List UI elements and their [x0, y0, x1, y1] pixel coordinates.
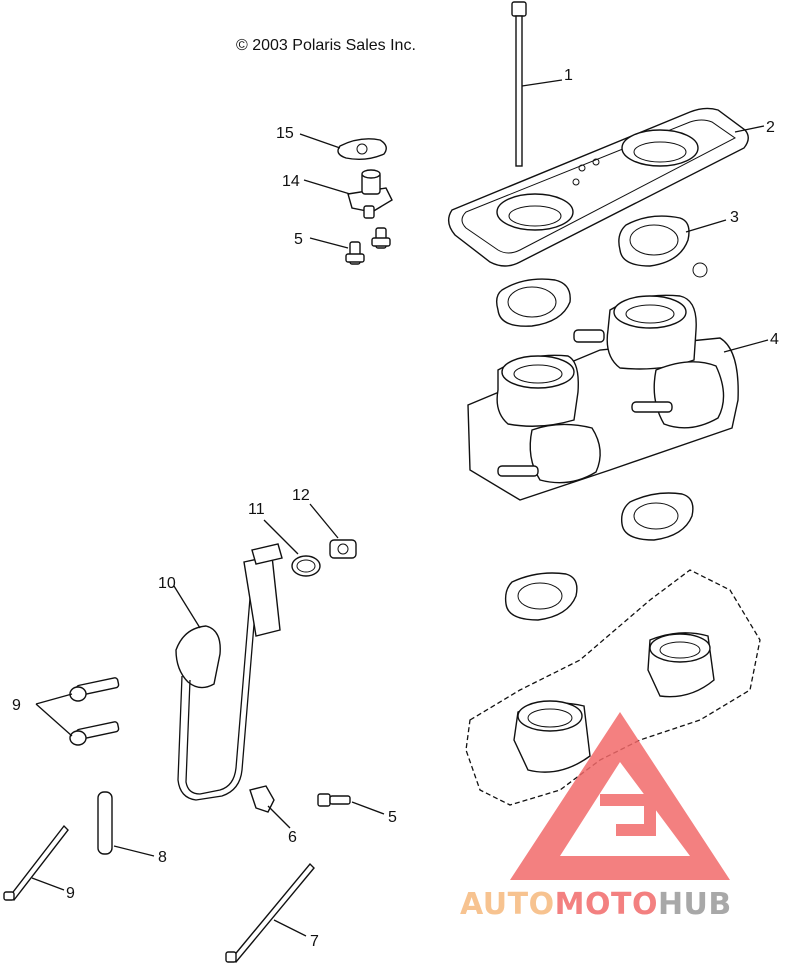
watermark-auto: AUTO [460, 887, 555, 922]
callout-5-lower: 5 [388, 809, 397, 826]
intake-manifold [465, 569, 761, 806]
part-14-sensor [303, 169, 393, 219]
part-4-throttle-bodies [467, 262, 769, 501]
watermark-triangle-icon [510, 712, 730, 880]
part-11-sensor-harness [173, 543, 283, 801]
callout-13: 12 [292, 487, 310, 504]
part-5-screw-lower [317, 793, 385, 815]
callout-15: 15 [276, 125, 294, 142]
part-13-clip [309, 503, 357, 559]
callout-7: 7 [310, 933, 319, 950]
callout-12: 11 [248, 501, 265, 518]
callout-1: 1 [564, 67, 573, 84]
callout-11: 10 [158, 575, 176, 592]
callout-8: 8 [158, 849, 167, 866]
callout-6: 6 [288, 829, 297, 846]
part-2-gasket-plate [447, 107, 765, 267]
part-12-clamp [263, 519, 321, 577]
part-6-clip [249, 785, 291, 829]
part-8-pin [97, 791, 155, 857]
watermark-moto: MOTO [555, 887, 658, 922]
callout-14: 14 [282, 173, 300, 190]
lower-gaskets [504, 492, 694, 621]
automotohub-watermark: AUTOMOTOHUB [460, 712, 732, 922]
part-1-long-bolt [511, 1, 563, 167]
part-15-small-gasket [299, 133, 387, 161]
part-7-cable-tie [225, 862, 315, 964]
watermark-hub: HUB [658, 887, 732, 922]
callout-4: 4 [770, 331, 779, 348]
copyright-text: © 2003 Polaris Sales Inc. [236, 37, 416, 54]
callout-5-upper: 5 [294, 231, 303, 248]
callout-9: 9 [66, 885, 75, 902]
callout-10: 9 [12, 697, 21, 714]
callout-3: 3 [730, 209, 739, 226]
callout-2: 2 [766, 119, 775, 136]
part-5-screws-upper [309, 227, 391, 265]
svg-text:AUTOMOTOHUB: AUTOMOTOHUB [460, 887, 732, 922]
part-9-cable-tie [3, 824, 69, 902]
part-3-flange-gasket [495, 215, 727, 327]
part-10-bolts [35, 677, 120, 746]
